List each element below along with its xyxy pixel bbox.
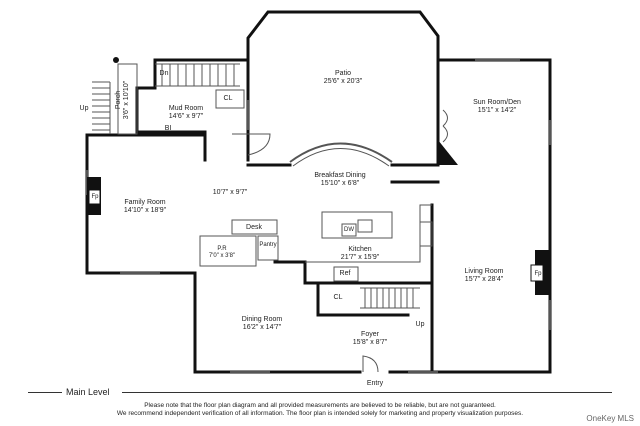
familyroom-walls — [85, 133, 207, 374]
breakfast-bay — [289, 142, 393, 163]
room-name: Sun Room/Den — [473, 99, 521, 106]
kitchen-walls — [273, 203, 434, 285]
breakfast-bay-inner — [292, 148, 390, 167]
mudroom-closet-label: CL — [223, 95, 233, 102]
room-dim: 16'2" x 14'7" — [242, 324, 282, 331]
sunroom-label: Sun Room/Den 15'1" x 14'2" — [473, 99, 521, 115]
sunroom-chimney — [438, 140, 458, 165]
porch-label: Porch 3'6" x 10'10" — [115, 81, 131, 119]
dishwasher-label: DW — [344, 227, 354, 233]
disclaimer-line-1: Please note that the floor plan diagram … — [144, 402, 496, 409]
room-dim: 25'6" x 20'3" — [323, 78, 363, 85]
porch-post — [113, 57, 119, 63]
room-dim: 7'0" x 3'8" — [208, 253, 236, 259]
room-name: Foyer — [361, 331, 379, 338]
breakfast-walls — [246, 163, 440, 184]
pantry-label: Pantry — [259, 242, 277, 248]
familyroom-label: Family Room 14'10" x 18'9" — [124, 199, 166, 215]
pantry — [257, 235, 279, 261]
level-rule-left — [28, 392, 62, 393]
entry-door — [362, 355, 379, 373]
disclaimer: Please note that the floor plan diagram … — [0, 402, 640, 418]
kitchen-label: Kitchen 21'7" x 15'9" — [341, 246, 379, 262]
family-fireplace-label: Fp — [91, 194, 99, 200]
watermark: OneKey MLS — [586, 414, 634, 423]
entry-label: Entry — [366, 380, 384, 387]
kitchen-island — [321, 211, 393, 239]
room-dim: 3'6" x 10'10" — [123, 80, 130, 120]
room-dim: 14'6" x 9'7" — [168, 113, 204, 120]
sink — [357, 219, 373, 233]
powder-room — [199, 235, 257, 267]
room-name: Family Room — [124, 199, 166, 206]
sunroom-doors — [442, 109, 448, 143]
hall-dim-label: 10'7" x 9'7" — [212, 189, 248, 196]
mudroom-door — [232, 133, 271, 156]
living-fireplace-label: Fp — [534, 271, 542, 277]
room-dim: 15'10" x 6'8" — [320, 180, 360, 187]
family-fireplace-box — [88, 189, 101, 205]
mudroom-stairs — [155, 63, 240, 87]
room-dim: 15'8" x 8'7" — [352, 339, 388, 346]
porch-up-label: Up — [79, 105, 89, 112]
refrigerator — [333, 266, 359, 282]
patio-outline — [246, 10, 440, 62]
room-name: Breakfast Dining — [314, 172, 366, 179]
dn-label: Dn — [159, 70, 169, 77]
room-name: Living Room — [464, 268, 504, 275]
mudroom-closet — [215, 89, 245, 109]
room-name: Kitchen — [348, 246, 372, 253]
room-dim: 15'7" x 28'4" — [464, 276, 504, 283]
refrigerator-label: Ref — [339, 270, 351, 277]
room-dim: 21'7" x 15'9" — [340, 254, 380, 261]
breakfast-label: Breakfast Dining 15'10" x 6'8" — [314, 172, 365, 188]
foyer-closet-label: CL — [333, 294, 343, 301]
room-name: Porch — [115, 90, 122, 110]
disclaimer-line-2: We recommend independent verification of… — [116, 410, 524, 417]
room-name: Dining Room — [241, 316, 283, 323]
foyer-label: Foyer 15'8" x 8'7" — [353, 331, 388, 347]
porch-steps — [92, 63, 138, 135]
dishwasher — [341, 223, 357, 237]
room-name: Mud Room — [168, 105, 204, 112]
desk-label: Desk — [246, 224, 262, 231]
living-fireplace-box — [530, 264, 544, 282]
room-dim: 15'1" x 14'2" — [477, 107, 517, 114]
foyer-stairs — [360, 287, 420, 309]
builtin-label: BI — [164, 125, 172, 132]
diningroom-label: Dining Room 16'2" x 14'7" — [242, 316, 282, 332]
level-rule-right — [122, 392, 612, 393]
patio-label: Patio 25'6" x 20'3" — [324, 70, 362, 86]
foyer-up-label: Up — [415, 321, 425, 328]
windows — [86, 59, 551, 373]
desk — [231, 219, 278, 235]
mudroom-label: Mud Room 14'6" x 9'7" — [169, 105, 204, 121]
room-name: Patio — [335, 70, 351, 77]
foyer-walls — [316, 281, 434, 374]
level-title: Main Level — [66, 387, 110, 397]
cooktop — [419, 221, 433, 247]
room-dim: 14'10" x 18'9" — [123, 207, 167, 214]
room-name: P.R — [217, 246, 227, 252]
powder-label: P.R 7'0" x 3'8" — [209, 246, 235, 260]
livingroom-label: Living Room 15'7" x 28'4" — [465, 268, 504, 284]
